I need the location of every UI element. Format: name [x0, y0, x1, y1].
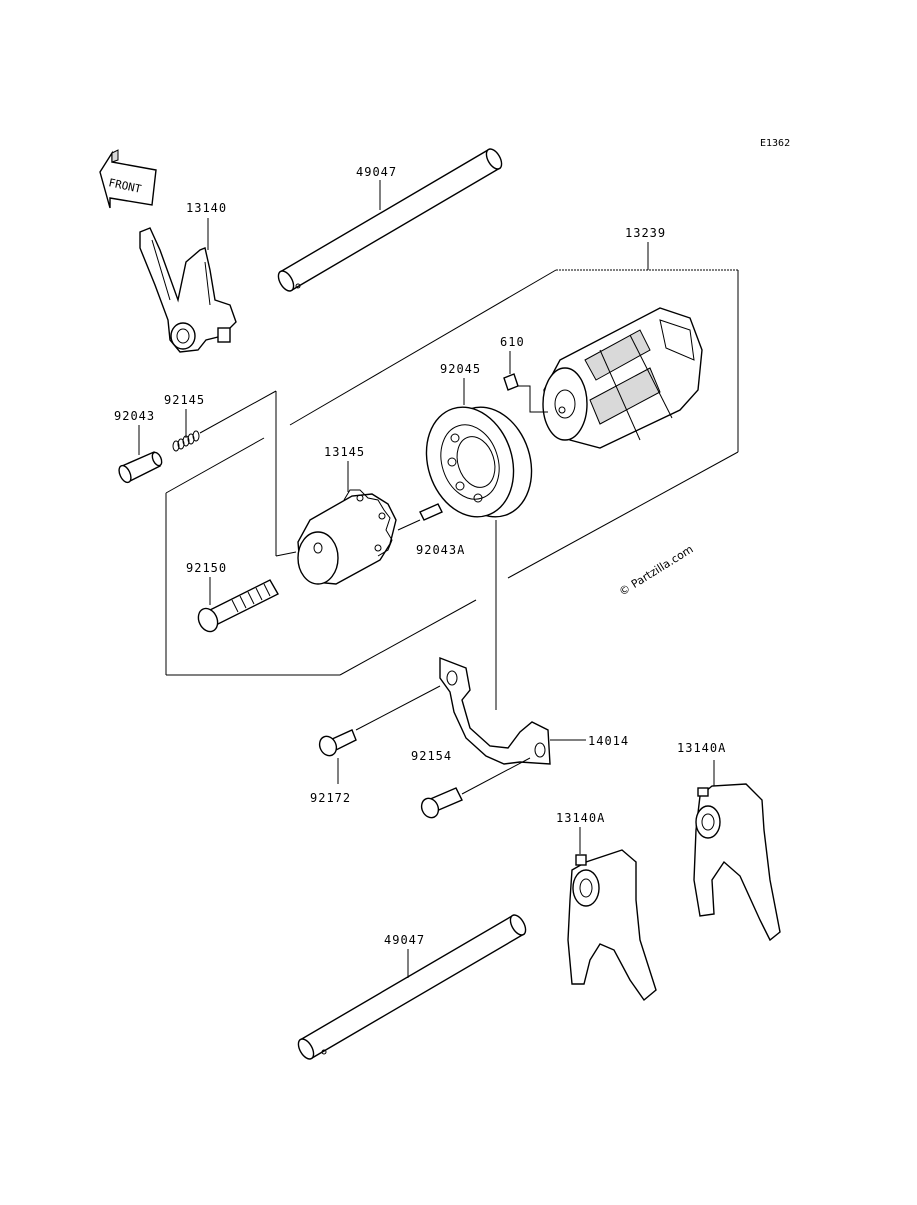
label-92150[interactable]: 92150 [186, 561, 227, 575]
label-92043[interactable]: 92043 [114, 409, 155, 423]
label-92172[interactable]: 92172 [310, 791, 351, 805]
label-13145[interactable]: 13145 [324, 445, 365, 459]
part-92145-spring[interactable] [172, 430, 200, 452]
diagram-code: E1362 [760, 138, 790, 149]
label-13140a-right[interactable]: 13140A [677, 741, 726, 755]
part-92172-screw[interactable] [317, 729, 357, 758]
part-13239-shift-drum[interactable] [542, 307, 703, 449]
part-14014-plate[interactable] [439, 656, 551, 765]
label-49047-top[interactable]: 49047 [356, 165, 397, 179]
watermark: © Partzilla.com [617, 543, 696, 599]
part-13140a-fork-mid[interactable] [567, 849, 657, 1002]
part-92043a-dowel[interactable] [419, 503, 443, 521]
part-92043-plunger[interactable] [117, 451, 164, 484]
part-610-pin[interactable] [503, 373, 519, 391]
label-92145[interactable]: 92145 [164, 393, 205, 407]
label-13140a-mid[interactable]: 13140A [556, 811, 605, 825]
bracket-left [165, 390, 477, 676]
part-13140-shift-fork[interactable] [139, 227, 237, 353]
label-92043a[interactable]: 92043A [416, 543, 465, 557]
part-92045-bearing[interactable] [413, 396, 545, 528]
part-49047-shift-rod-top[interactable] [275, 146, 504, 293]
part-13145-shift-cam[interactable] [297, 489, 397, 585]
label-49047-bottom[interactable]: 49047 [384, 933, 425, 947]
label-13239[interactable]: 13239 [625, 226, 666, 240]
front-arrow-icon: FRONT [99, 149, 157, 209]
part-49047-shift-rod-bottom[interactable] [295, 912, 528, 1061]
label-13140[interactable]: 13140 [186, 201, 227, 215]
label-610[interactable]: 610 [500, 335, 525, 349]
label-92154[interactable]: 92154 [411, 749, 452, 763]
part-13140a-fork-right[interactable] [693, 783, 781, 942]
part-92150-bolt[interactable] [195, 579, 279, 635]
part-92154-bolt[interactable] [419, 787, 463, 820]
bracket-13239 [289, 242, 739, 579]
label-14014[interactable]: 14014 [588, 734, 629, 748]
label-92045[interactable]: 92045 [440, 362, 481, 376]
